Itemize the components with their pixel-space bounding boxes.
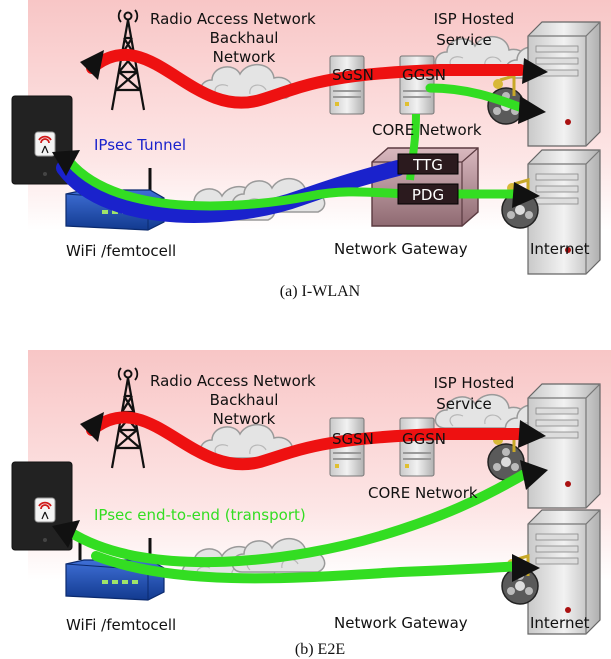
data-path-a-arrow-left xyxy=(52,150,80,176)
mobile-path-b-arrow-right xyxy=(518,420,546,448)
gateway-label: Network Gateway xyxy=(334,614,468,632)
internet-label: Internet xyxy=(530,614,590,632)
sgsn-label: SGSN xyxy=(332,66,374,84)
ran-label: Radio Access Network xyxy=(150,372,316,390)
tunnel-label: IPsec Tunnel xyxy=(94,136,186,154)
isp-label-2: Service xyxy=(436,395,491,413)
sgsn-label: SGSN xyxy=(332,430,374,448)
ttg-label: TTG xyxy=(412,156,443,174)
caption-a: (a) I-WLAN xyxy=(280,283,361,300)
ggsn-label: GGSN xyxy=(402,430,446,448)
data-path-b-arrow-left xyxy=(52,520,80,548)
pdg-box xyxy=(397,183,459,205)
isp-link-a-arrow xyxy=(518,96,546,124)
panel-a: Radio Access Network Backhaul Network IS… xyxy=(11,0,611,300)
isp-label-1: ISP Hosted xyxy=(434,10,515,28)
mobile-path-a-arrow-left xyxy=(80,50,104,80)
mobile-path-a xyxy=(86,48,526,109)
isp-label-1: ISP Hosted xyxy=(434,374,515,392)
panel-b: Radio Access Network Backhaul Network IS… xyxy=(11,350,611,658)
tunnel-label: IPsec end-to-end (transport) xyxy=(94,506,306,524)
mobile-path-a-arrow-right xyxy=(522,58,548,84)
ran-label: Radio Access Network xyxy=(150,10,316,28)
caption-b: (b) E2E xyxy=(295,641,345,658)
data-path-b-arrow-right xyxy=(512,554,540,582)
ggsn-label: GGSN xyxy=(402,66,446,84)
isp-label-2: Service xyxy=(436,31,491,49)
mobile-path-b-arrow-left xyxy=(80,412,104,442)
data-path-b-arrow-up xyxy=(520,460,548,490)
wifi-label: WiFi /femtocell xyxy=(66,616,176,634)
backhaul-label-2: Network xyxy=(213,48,276,66)
isp-link-a xyxy=(425,83,527,113)
mobile-path-b xyxy=(86,411,526,471)
backhaul-label-1: Backhaul xyxy=(210,391,279,409)
backhaul-label-1: Backhaul xyxy=(210,29,279,47)
data-path-b-bottom xyxy=(91,551,525,584)
pdg-label: PDG xyxy=(412,186,444,204)
data-path-a xyxy=(65,157,521,211)
isp-server-icon xyxy=(527,383,601,509)
backhaul-label-2: Network xyxy=(213,410,276,428)
isp-server-icon xyxy=(527,21,601,147)
core-network-label: CORE Network xyxy=(368,484,478,502)
gateway-label: Network Gateway xyxy=(334,240,468,258)
data-path-b-top xyxy=(65,467,533,568)
internet-label: Internet xyxy=(530,240,590,258)
ttg-box xyxy=(397,153,459,175)
core-network-label: CORE Network xyxy=(372,121,482,139)
data-path-a-arrow-right xyxy=(512,182,540,208)
wifi-label: WiFi /femtocell xyxy=(66,242,176,260)
